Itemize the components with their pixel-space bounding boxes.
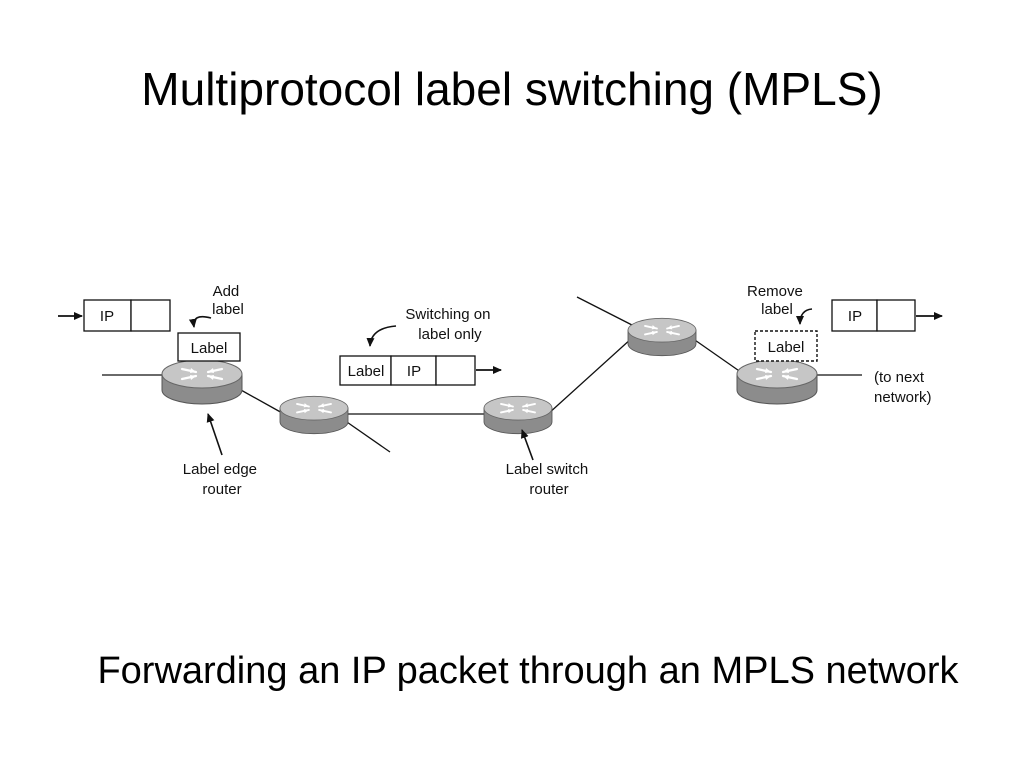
ip-header-label: IP [100, 308, 114, 325]
router-icon [735, 358, 819, 406]
link-lsr1-branch [343, 419, 391, 453]
link-lsr3-egress [691, 337, 746, 376]
slide-title: Multiprotocol label switching (MPLS) [141, 63, 883, 115]
switching-line-1: Switching on [405, 306, 490, 323]
removed-label-text: Label [768, 339, 805, 356]
outgoing-packet: IP [831, 299, 916, 332]
router-icon [279, 395, 349, 435]
ip-header-box [831, 299, 878, 332]
router-icon [627, 317, 697, 357]
to-next-network-line-2: network) [874, 389, 932, 406]
middle-ip-text: IP [407, 363, 421, 380]
label-switch-router-line-1: Label switch [506, 461, 589, 478]
label-edge-router-line-1: Label edge [183, 461, 257, 478]
payload-box [130, 299, 171, 332]
payload-box [435, 355, 476, 386]
outgoing-ip-text: IP [848, 308, 862, 325]
add-label-line-1: Add [213, 283, 240, 300]
remove-label-line-2: label [761, 301, 793, 318]
router-icon [160, 358, 244, 406]
label-edge-router-line-2: router [202, 481, 241, 498]
arrow-icon [366, 325, 397, 347]
arrow-icon [188, 315, 212, 328]
label-switch-router-line-2: router [529, 481, 568, 498]
label-switch-router-annotation: Label switch router [506, 461, 593, 498]
slide-caption: Forwarding an IP packet through an MPLS … [97, 650, 959, 692]
add-label-line-2: label [212, 301, 244, 318]
to-next-network-annotation: (to next network) [874, 369, 932, 406]
removed-label-box [754, 330, 818, 362]
ip-header-box [390, 355, 437, 386]
arrow-icon [520, 429, 534, 461]
link-lsr3-branch [576, 296, 633, 326]
add-label-annotation: Add label [212, 283, 244, 318]
router-icon [483, 395, 553, 435]
switching-line-2: label only [418, 326, 482, 343]
middle-label-text: Label [348, 363, 385, 380]
remove-label-annotation: Remove label [747, 283, 807, 318]
middle-packet: Label IP [339, 355, 476, 386]
switching-annotation: Switching on label only [405, 306, 494, 343]
added-label-text: Label [191, 340, 228, 357]
arrow-icon [206, 413, 223, 456]
ip-header-box [83, 299, 132, 332]
arrow-icon [796, 308, 813, 325]
added-label-box [177, 332, 241, 362]
to-next-network-line-1: (to next [874, 369, 925, 386]
incoming-packet: IP [83, 299, 171, 332]
label-edge-router-annotation: Label edge router [183, 461, 261, 498]
link-lsr2-lsr3 [547, 337, 633, 415]
remove-label-line-1: Remove [747, 283, 803, 300]
payload-box [876, 299, 916, 332]
